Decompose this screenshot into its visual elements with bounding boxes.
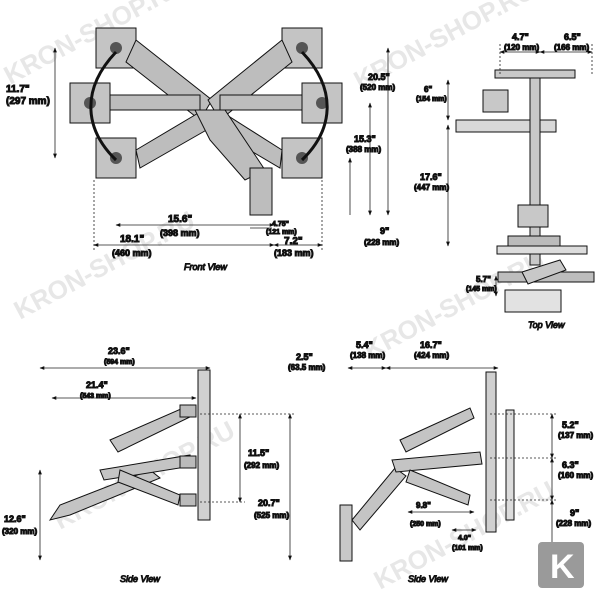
caption-front-view: Front View <box>184 262 227 272</box>
dim-sr-h-top-mm: (137 mm) <box>558 431 593 440</box>
dim-top-right: 6.5" <box>564 32 581 42</box>
dim-sr-w-left-mm: (63.5 mm) <box>288 363 326 372</box>
dim-sr-h-mid-mm: (160 mm) <box>558 471 593 480</box>
dim-sr-h-top: 5.2" <box>562 420 579 430</box>
dim-h-low-mm: (228 mm) <box>364 238 399 247</box>
dim-sl-h-base-mm: (320 mm) <box>2 527 37 536</box>
dim-sl-h-total-mm: (525 mm) <box>254 511 289 520</box>
dim-sr-h-low-mm: (228 mm) <box>556 519 591 528</box>
dim-h-low: 9" <box>380 226 389 236</box>
dim-h-travel: 11.7" <box>6 84 30 95</box>
dim-h-mid-mm: (388 mm) <box>346 145 381 154</box>
dim-h-large-mm: (447 mm) <box>414 183 449 192</box>
dim-top-left-mm: (120 mm) <box>504 43 539 52</box>
dim-h-travel-mm: (297 mm) <box>6 96 50 107</box>
caption-side-view-left: Side View <box>120 574 160 584</box>
dim-sr-h-low: 9" <box>570 508 579 518</box>
dim-sr-w-arm-mm: (250 mm) <box>410 521 441 528</box>
dim-sl-w-total: 23.6" <box>108 346 130 356</box>
dim-w-right-mm: (183 mm) <box>274 248 314 258</box>
side-view-top: 4.7" (120 mm) 6.5" (166 mm) 6" (154 mm) … <box>414 32 593 266</box>
dim-sl-w-reach: 21.4" <box>86 380 108 390</box>
dim-h-mid: 15.3" <box>354 134 376 144</box>
dim-sr-w-small-mm: (101 mm) <box>452 545 483 552</box>
dim-top-right-mm: (166 mm) <box>554 43 589 52</box>
dim-sr-w-mid-mm: (138 mm) <box>350 351 385 360</box>
left-plates <box>69 27 137 179</box>
dim-sl-h-base: 12.6" <box>4 514 26 524</box>
logo-letter: K <box>550 548 575 586</box>
dim-w-reach: 15.6" <box>168 214 192 225</box>
dim-sl-w-reach-mm: (543 mm) <box>80 393 111 400</box>
caption-top-view: Top View <box>528 320 565 330</box>
caption-side-view-right: Side View <box>408 574 448 584</box>
dim-w-base: 4.75" <box>272 221 289 228</box>
dim-w-base-mm: (121 mm) <box>266 229 297 236</box>
dim-w-right: 7.2" <box>284 236 303 247</box>
front-arms <box>109 39 303 216</box>
dim-sl-h-travel-mm: (292 mm) <box>244 461 279 470</box>
top-view: 5.7" (145 mm) Top View <box>466 259 595 331</box>
dim-top-view: 5.7" <box>476 275 491 284</box>
dim-sr-w-small: 4.0" <box>458 535 471 542</box>
dim-top-view-mm: (145 mm) <box>466 286 497 293</box>
dim-w-total-mm: (460 mm) <box>112 248 152 258</box>
dim-sr-w-total-mm: (424 mm) <box>414 351 449 360</box>
dim-sr-w-mid: 5.4" <box>356 340 373 350</box>
front-view: 11.7" (297 mm) 15.6" (398 mm) 18.1" (460… <box>6 27 400 273</box>
brand-logo: K <box>538 542 584 588</box>
dim-h-top: 20.5" <box>368 72 390 82</box>
front-dim-lines <box>53 47 390 250</box>
dim-sl-w-total-mm: (594 mm) <box>104 359 135 366</box>
dim-w-reach-mm: (398 mm) <box>160 228 200 238</box>
dim-sr-w-arm: 9.8" <box>416 501 431 510</box>
dim-sl-h-total: 20.7" <box>258 498 280 508</box>
side-view-left: 23.6" (594 mm) 21.4" (543 mm) 11.5" (292… <box>2 346 295 585</box>
dim-h-small-mm: (154 mm) <box>416 96 447 103</box>
dim-sr-h-mid: 6.3" <box>562 460 579 470</box>
dim-h-top-mm: (520 mm) <box>360 83 395 92</box>
dim-sl-h-travel: 11.5" <box>248 448 269 458</box>
dim-h-large: 17.6" <box>420 172 442 182</box>
dim-w-total: 18.1" <box>120 234 144 245</box>
dim-h-small: 6" <box>424 85 432 94</box>
dim-sr-w-left: 2.5" <box>296 352 313 362</box>
dim-sr-w-total: 16.7" <box>420 340 442 350</box>
dim-top-left: 4.7" <box>512 32 529 42</box>
